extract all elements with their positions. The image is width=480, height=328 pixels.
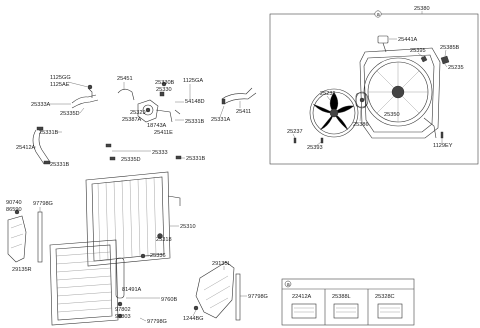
label-29135R: 29135R xyxy=(12,267,32,273)
fan-motor-connector xyxy=(377,35,389,53)
fan-detail-box xyxy=(269,13,479,165)
label-1125AE: 1125AE xyxy=(50,82,70,88)
label-25328C: 25328C xyxy=(375,294,395,300)
label-25235: 25235 xyxy=(448,65,464,71)
seal-97798G-left xyxy=(37,211,43,263)
label-25237: 25237 xyxy=(287,129,303,135)
clamp-25335D xyxy=(109,156,116,161)
condenser-9760B xyxy=(49,239,125,326)
label-25411: 25411 xyxy=(236,109,251,115)
label-25231: 25231 xyxy=(320,91,336,97)
clamp-25331B xyxy=(175,155,182,160)
resistor-25385B xyxy=(440,55,450,65)
label-25331B-b: 25331B xyxy=(50,162,70,168)
label-18743A: 18743A xyxy=(147,123,167,129)
label-97798G-c: 97798G xyxy=(248,294,268,300)
label-25331B-a: 25331B xyxy=(39,130,59,136)
label-table xyxy=(281,278,415,326)
label-25310: 25310 xyxy=(180,224,196,230)
callout-a-top: a xyxy=(377,12,381,18)
fan-motor xyxy=(355,91,369,109)
label-81491A: 81491A xyxy=(122,287,142,293)
label-25329: 25329 xyxy=(130,110,146,116)
label-1244BG: 1244BG xyxy=(183,316,204,322)
label-1125GA: 1125GA xyxy=(183,78,203,84)
drain-plug-25336 xyxy=(140,253,146,259)
label-22412A: 22412A xyxy=(292,294,312,300)
label-25411E: 25411E xyxy=(154,130,173,136)
label-25335D-a: 25335D xyxy=(60,111,80,117)
clip-25395 xyxy=(420,55,428,63)
air-guard-29135R xyxy=(7,209,27,263)
label-25331A: 25331A xyxy=(211,117,231,123)
air-guard-29135L xyxy=(193,261,241,321)
bolt-1129EY xyxy=(440,131,444,139)
fan-shroud xyxy=(359,47,441,139)
radiator-hose-25411 xyxy=(221,87,257,105)
label-9760B: 9760B xyxy=(161,297,177,303)
label-25393: 25393 xyxy=(307,145,323,151)
label-25331B-d: 25331B xyxy=(186,156,206,162)
label-25336: 25336 xyxy=(150,253,166,259)
label-25385B: 25385B xyxy=(440,45,460,51)
label-25412A: 25412A xyxy=(16,145,36,151)
label-25350: 25350 xyxy=(384,112,400,118)
fan-blade xyxy=(309,88,359,138)
label-90740: 90740 xyxy=(6,200,22,206)
label-25330: 25330 xyxy=(156,87,172,93)
label-25387A: 25387A xyxy=(122,117,142,123)
label-25451: 25451 xyxy=(117,76,133,82)
label-86590: 86590 xyxy=(6,207,22,213)
label-54148D: 54148D xyxy=(185,99,205,105)
label-25333A: 25333A xyxy=(31,102,51,108)
label-25388L: 25388L xyxy=(332,294,351,300)
thermostat-housing xyxy=(117,81,181,123)
label-25333: 25333 xyxy=(152,150,168,156)
label-97802: 97802 xyxy=(115,307,131,313)
label-29135L: 29135L xyxy=(212,261,231,267)
label-97798G-b: 97798G xyxy=(147,319,167,325)
label-25386: 25386 xyxy=(353,122,369,128)
callout-a-circle xyxy=(374,10,382,18)
label-25331B-c: 25331B xyxy=(185,119,205,125)
label-25441A: 25441A xyxy=(398,37,418,43)
lower-hose-25412A xyxy=(32,126,51,165)
label-1129EY: 1129EY xyxy=(433,143,453,149)
callout-a-table: a xyxy=(287,282,291,288)
label-25335D-b: 25335D xyxy=(121,157,141,163)
label-97798G-a: 97798G xyxy=(33,201,53,207)
upper-hose-25333A xyxy=(71,84,99,109)
label-25318: 25318 xyxy=(156,237,172,243)
label-25395: 25395 xyxy=(410,48,426,54)
label-97803: 97803 xyxy=(115,314,131,320)
label-25330B: 25330B xyxy=(155,80,175,86)
bolt-25237 xyxy=(293,137,297,144)
nut-25393 xyxy=(320,137,324,144)
label-25380: 25380 xyxy=(414,6,430,12)
label-1125GG: 1125GG xyxy=(50,75,71,81)
radiator-25310 xyxy=(85,171,181,267)
clamp-25333 xyxy=(105,143,112,148)
